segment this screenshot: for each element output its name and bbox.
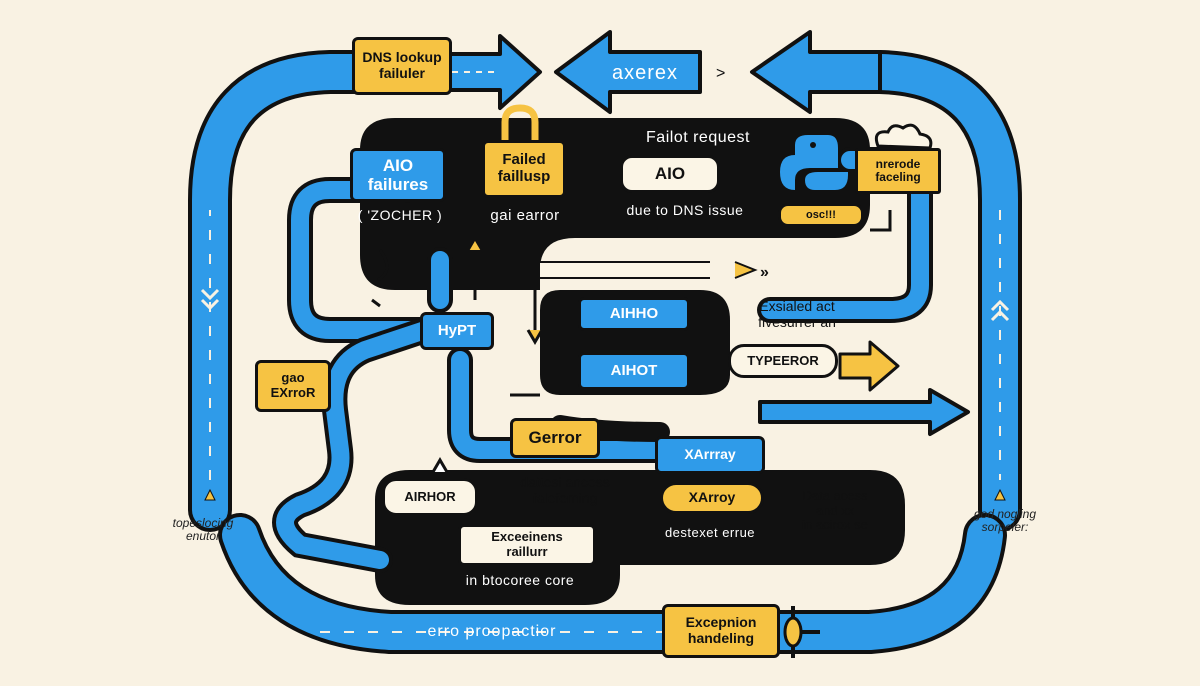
failed-faillusp-label: Failed faillusp: [482, 140, 566, 198]
gai-earror-label: gai earror: [490, 206, 560, 224]
arrow-typeeror: [838, 340, 900, 392]
arrow-left-axerex: [554, 30, 702, 114]
dns-lookup-failure-label: DNS lookup failuler: [352, 37, 452, 95]
exception-handling-label: Excepnion handeling: [662, 604, 780, 658]
gerror-label: Gerror: [510, 418, 600, 458]
svg-text:»: »: [760, 264, 769, 281]
aio-label: AIO: [620, 155, 720, 193]
axerex-label: axerex: [611, 61, 679, 84]
xarroy-label: XArroy: [660, 482, 764, 514]
cloud-icon: [874, 123, 933, 150]
god-nogling-label: god nogling sorpeler:: [973, 506, 1037, 534]
lower-black-band: [375, 470, 905, 605]
osc-label: osc!!!: [778, 203, 864, 227]
padlock-icon: [501, 104, 539, 140]
dattesi-ancess-label: dattesi ancess falefeming: [520, 474, 610, 506]
exceinens-raillurr-label: Exceeinens raillurr: [458, 524, 596, 566]
zocher-label: ( 'ZOCHER ): [357, 207, 443, 224]
aihot-label: AIHOT: [578, 352, 690, 390]
aihho-label: AIHHO: [578, 297, 690, 331]
due-to-dns-issue-label: due to DNS issue: [626, 202, 744, 219]
erro-propagation-label: erro proopactior: [427, 623, 557, 641]
destexet-errue-label: destexet errue: [664, 524, 756, 540]
exsialed-act-label: Exsialed act fivesurrer an: [758, 298, 836, 330]
arrow-right-mid: [758, 388, 970, 436]
topeslocing-enutor-label: topeslocing enutor: [172, 515, 234, 543]
typeeror-label: TYPEEROR: [728, 344, 838, 378]
airhor-label: AIRHOR: [382, 478, 478, 516]
btocoree-core-label: in btocoree core: [465, 572, 575, 589]
connector-icon: [783, 606, 820, 658]
python-logo-icon: [780, 135, 848, 190]
data-acess-label: Data acess and xx in acirox se: [802, 488, 868, 533]
arrow-left-top-right: [750, 30, 882, 114]
aio-failures-label: AIO failures: [350, 148, 446, 202]
nrerode-faceling-label: nrerode faceling: [855, 148, 941, 194]
gao-exrror-label: gao EXrroR: [255, 360, 331, 412]
xarrray-label: XArrray: [655, 436, 765, 474]
hypt-label: HyPT: [420, 312, 494, 350]
failot-request-label: Failot request: [646, 129, 750, 147]
svg-text:>: >: [716, 65, 725, 82]
